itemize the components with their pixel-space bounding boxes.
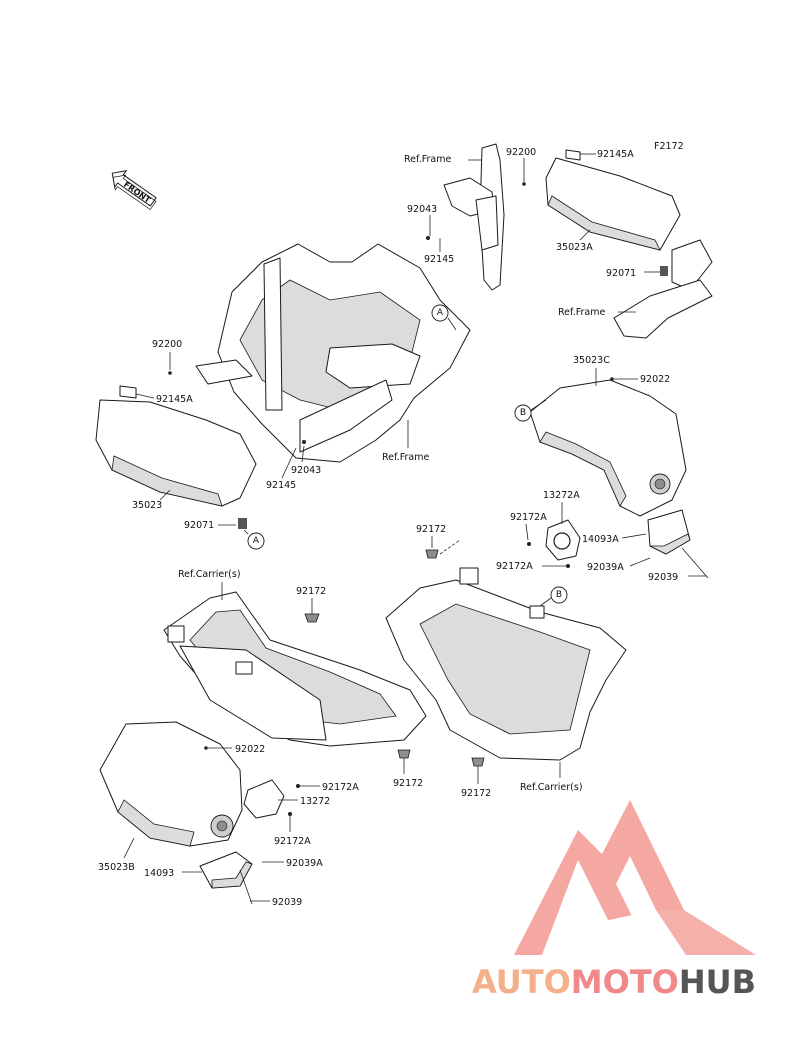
label-13272: 13272 xyxy=(300,796,330,807)
callout-b-upper xyxy=(514,404,532,422)
front-arrow-icon: FRONT xyxy=(111,170,157,211)
label-92172A-right2: 92172A xyxy=(496,561,533,572)
bracket-13272 xyxy=(243,779,285,819)
label-ref-frame-mid: Ref.Frame xyxy=(558,307,605,318)
label-92172-mid: 92172 xyxy=(393,778,423,789)
watermark-text-hub: HUB xyxy=(678,963,757,1001)
label-35023A: 35023A xyxy=(556,242,593,253)
label-92043-top: 92043 xyxy=(407,204,437,215)
label-92172-center: 92172 xyxy=(416,524,446,535)
guard-35023 xyxy=(95,385,257,507)
bracket-13272A xyxy=(545,519,581,561)
callout-a-lower xyxy=(247,532,265,550)
guard-35023C xyxy=(529,379,687,517)
label-92172A-bottom2: 92172A xyxy=(274,836,311,847)
carrier-right xyxy=(385,567,627,761)
label-92172A-right: 92172A xyxy=(510,512,547,523)
label-92172-bottom: 92172 xyxy=(461,788,491,799)
label-92071-left: 92071 xyxy=(184,520,214,531)
watermark-text-auto: AUTO xyxy=(472,963,571,1001)
label-14093A: 14093A xyxy=(582,534,619,545)
label-92039A-right: 92039A xyxy=(587,562,624,573)
frame-bracket-mid-right xyxy=(613,239,713,339)
label-92145-top: 92145 xyxy=(424,254,454,265)
grommet-icon xyxy=(238,518,247,529)
label-92145-mid: 92145 xyxy=(266,480,296,491)
label-35023C: 35023C xyxy=(573,355,610,366)
label-ref-frame-center: Ref.Frame xyxy=(382,452,429,463)
frame-post-top-right xyxy=(443,143,505,291)
label-92043-mid: 92043 xyxy=(291,465,321,476)
label-92145A-top: 92145A xyxy=(597,149,634,160)
main-frame-assembly xyxy=(195,243,471,463)
label-92200-left: 92200 xyxy=(152,339,182,350)
label-ref-frame-top: Ref.Frame xyxy=(404,154,451,165)
callout-b-lower xyxy=(550,586,568,604)
label-ref-carrier-right: Ref.Carrier(s) xyxy=(520,782,583,793)
label-92022-top: 92022 xyxy=(640,374,670,385)
callout-b-lower-letter: B xyxy=(556,590,562,600)
label-35023B: 35023B xyxy=(98,862,135,873)
label-14093: 14093 xyxy=(144,868,174,879)
label-92172A-bottom: 92172A xyxy=(322,782,359,793)
guard-35023A xyxy=(545,149,681,251)
label-92145A-left: 92145A xyxy=(156,394,193,405)
watermark-logo-icon xyxy=(514,800,756,955)
label-92039-bottom: 92039 xyxy=(272,897,302,908)
cover-14093A xyxy=(647,509,691,555)
label-ref-carrier-left: Ref.Carrier(s) xyxy=(178,569,241,580)
label-92200-top: 92200 xyxy=(506,147,536,158)
grommet-icon xyxy=(660,266,668,276)
label-92071-top: 92071 xyxy=(606,268,636,279)
cover-14093 xyxy=(199,851,253,889)
label-13272A: 13272A xyxy=(543,490,580,501)
callout-a-upper-letter: A xyxy=(437,308,444,318)
label-92039-right: 92039 xyxy=(648,572,678,583)
label-35023: 35023 xyxy=(132,500,162,511)
watermark-text-moto: MOTO xyxy=(570,963,679,1001)
carrier-left xyxy=(163,591,427,747)
guard-35023B xyxy=(99,721,243,847)
label-92022-bottom: 92022 xyxy=(235,744,265,755)
callout-b-upper-letter: B xyxy=(520,408,526,418)
watermark-text: AUTOMOTOHUB xyxy=(472,962,800,1002)
diagram-code: F2172 xyxy=(654,141,684,152)
callout-a-lower-letter: A xyxy=(253,536,260,546)
label-92039A-bottom: 92039A xyxy=(286,858,323,869)
callout-a-upper xyxy=(431,304,449,322)
label-92172-left: 92172 xyxy=(296,586,326,597)
